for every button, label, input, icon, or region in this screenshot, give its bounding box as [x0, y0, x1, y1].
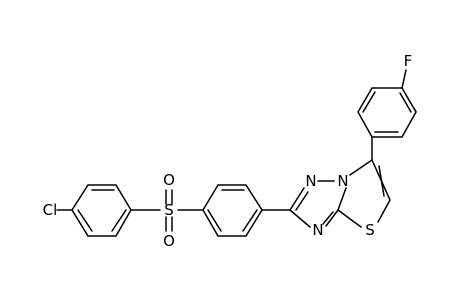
atom-o-lower: O [163, 232, 175, 250]
atom-n-upper: N [305, 172, 316, 190]
bond-c2-n1 [289, 187, 305, 211]
bond-n3-c2 [289, 209, 311, 228]
bond-c6-c5-double [378, 165, 385, 197]
phenylene-ring [202, 184, 263, 237]
bonds [56, 69, 417, 237]
bond-c7a-n3-double [322, 211, 334, 225]
fluorophenyl-double-bonds [362, 91, 412, 133]
bond-s-c7a [337, 209, 362, 228]
bond-nbridge-c7a [337, 187, 347, 211]
bond-nbridge-c6 [349, 159, 373, 176]
atom-s-sulfonyl: S [164, 201, 174, 219]
atom-o-upper: O [163, 171, 175, 189]
bond-c5-s [377, 199, 391, 223]
atom-f: F [404, 52, 413, 70]
atom-cl: Cl [43, 201, 58, 219]
bond-c-f [401, 69, 407, 89]
chlorophenyl-double-bonds [77, 189, 127, 232]
fluorophenyl-ring [357, 87, 417, 138]
chlorophenyl-ring [71, 184, 132, 237]
atom-s-ring: S [365, 221, 375, 239]
bond-c7a-n3 [325, 209, 339, 227]
bond-stub [413, 107, 417, 113]
atom-n-lower: N [312, 221, 323, 239]
bond-c2-n1-double [295, 191, 309, 211]
atom-n-bridge: N [337, 172, 348, 190]
phenylene-double-bonds [207, 189, 258, 232]
atom-labels: Cl S O O N N N S F [43, 52, 413, 250]
